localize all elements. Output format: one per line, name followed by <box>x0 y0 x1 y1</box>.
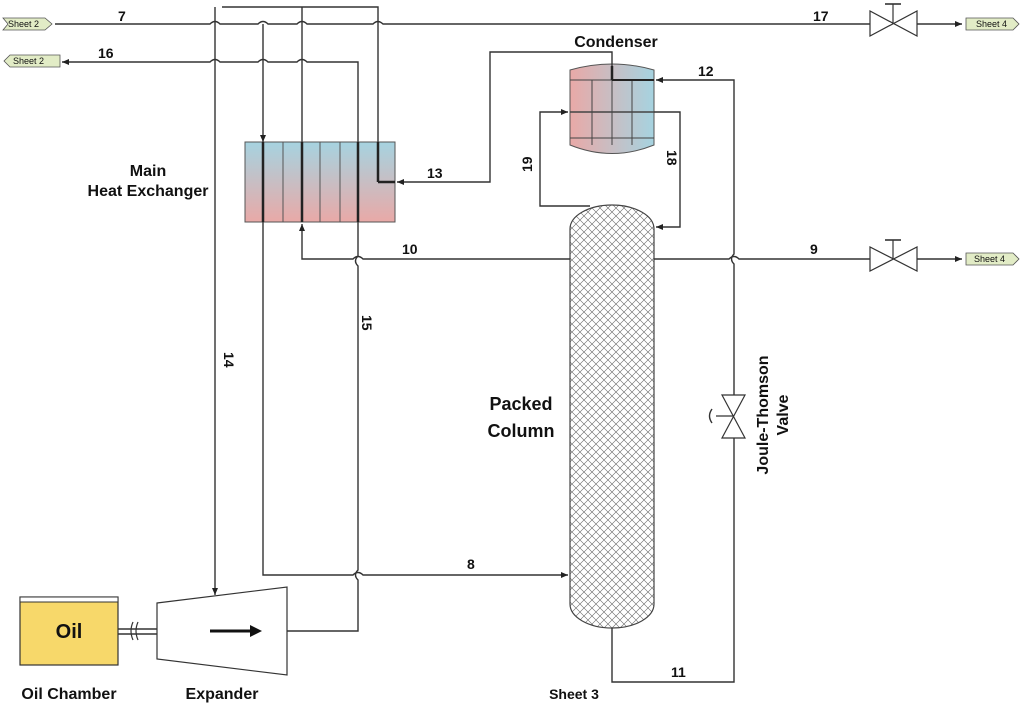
oil-chamber[interactable] <box>19 596 119 666</box>
connector-in-7[interactable] <box>2 17 53 31</box>
stream-9-label: 9 <box>810 241 818 257</box>
oil-chamber-label: Oil Chamber <box>21 686 116 703</box>
jt-valve-label-line1: Joule-Thomson <box>755 355 772 474</box>
stream-10-line[interactable] <box>299 224 570 260</box>
stream-16-label: 16 <box>98 45 114 61</box>
stream-15-label: 15 <box>359 315 375 331</box>
stream-12-label: 12 <box>698 63 714 79</box>
stream-8-label: 8 <box>467 556 475 572</box>
connector-in-7-label: Sheet 2 <box>8 19 39 29</box>
connector-out-16-label: Sheet 2 <box>13 56 44 66</box>
packed-column[interactable] <box>569 204 655 629</box>
stream-11-label: 11 <box>671 664 686 680</box>
stream-13-label: 13 <box>427 165 443 181</box>
stream-10-label: 10 <box>402 241 418 257</box>
stream-11-line[interactable] <box>611 438 735 683</box>
packed-column-label-line1: Packed <box>489 394 552 414</box>
stream-14-line[interactable] <box>212 6 379 595</box>
packed-column-label-line2: Column <box>488 421 555 441</box>
connector-out-16[interactable] <box>3 54 61 68</box>
stream-15-line[interactable] <box>287 222 359 632</box>
stream-19-label: 19 <box>519 156 535 172</box>
stream-7-17-line[interactable] <box>55 20 962 143</box>
connector-out-9[interactable] <box>965 252 1020 266</box>
connector-out-9-label: Sheet 4 <box>974 254 1005 264</box>
oil-label: Oil <box>56 621 83 643</box>
expander-shaft <box>118 621 157 641</box>
valve-17[interactable] <box>869 3 918 37</box>
stream-9-line[interactable] <box>654 255 962 262</box>
stream-18-label: 18 <box>664 150 680 166</box>
stream-17-label: 17 <box>813 8 829 24</box>
condenser[interactable] <box>569 63 655 154</box>
condenser-label: Condenser <box>574 34 658 51</box>
sheet-footer: Sheet 3 <box>549 686 599 702</box>
expander-label: Expander <box>186 686 259 703</box>
connector-out-17[interactable] <box>965 17 1020 31</box>
jt-valve-label-line2: Valve <box>775 394 792 435</box>
stream-13-line[interactable] <box>397 51 613 185</box>
main-hx-label-line2: Heat Exchanger <box>88 183 209 200</box>
joule-thomson-valve[interactable] <box>708 394 747 439</box>
stream-8-line[interactable] <box>262 222 568 578</box>
stream-18-line[interactable] <box>654 111 681 230</box>
connector-out-17-label: Sheet 4 <box>976 19 1007 29</box>
stream-7-label: 7 <box>118 8 126 24</box>
expander[interactable] <box>156 586 288 676</box>
main-heat-exchanger[interactable] <box>244 141 396 223</box>
valve-9[interactable] <box>869 239 918 272</box>
main-hx-label-line1: Main <box>130 163 166 180</box>
stream-12-line[interactable] <box>656 77 735 395</box>
stream-14-label: 14 <box>221 352 237 368</box>
stream-19-line[interactable] <box>539 109 590 207</box>
stream-16-line[interactable] <box>62 58 359 143</box>
